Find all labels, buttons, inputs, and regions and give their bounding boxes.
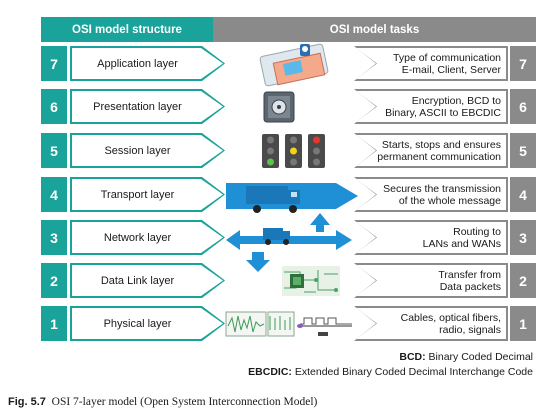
layer-task-box: Transfer from Data packets [354, 263, 508, 298]
truck-small-icon [226, 213, 352, 272]
layer-task-box: Type of communication E-mail, Client, Se… [354, 46, 508, 81]
layer-name-box: Transport layer [70, 177, 225, 212]
tasks-header: OSI model tasks [213, 17, 536, 42]
layer-name: Data Link layer [72, 265, 223, 296]
traffic-light-icon [262, 134, 325, 168]
layer-task: Encryption, BCD to Binary, ASCII to EBCD… [356, 91, 506, 122]
legend-ebcdic-term: EBCDIC: [248, 366, 292, 378]
layer-name-box: Network layer [70, 220, 225, 255]
layer-number-right: 7 [510, 46, 536, 81]
layer-task: Secures the transmission of the whole me… [356, 179, 506, 210]
layer-number-right: 3 [510, 220, 536, 255]
layer-number-right: 2 [510, 263, 536, 298]
layer-number-left: 6 [41, 89, 67, 124]
layer-number-left: 5 [41, 133, 67, 168]
layer-task-box: Routing to LANs and WANs [354, 220, 508, 255]
structure-header: OSI model structure [41, 17, 213, 42]
layer-number-left: 1 [41, 306, 67, 341]
layer-name: Physical layer [72, 308, 223, 339]
figure-caption: Fig. 5.7 OSI 7-layer model (Open System … [8, 396, 317, 408]
legend-ebcdic: EBCDIC: Extended Binary Coded Decimal In… [248, 366, 533, 378]
layer-task: Transfer from Data packets [356, 265, 506, 296]
signal-waveform-icon [225, 311, 352, 337]
legend-bcd-term: BCD: [399, 351, 426, 363]
legend-ebcdic-def: Extended Binary Coded Decimal Interchang… [294, 366, 533, 378]
caption-label: Fig. 5.7 [8, 396, 46, 408]
layer-task: Starts, stops and ensures permanent comm… [356, 135, 506, 166]
layer-number-left: 3 [41, 220, 67, 255]
caption-text: OSI 7-layer model (Open System Interconn… [51, 396, 318, 408]
mobile-email-icon [259, 43, 329, 87]
layer-number-right: 5 [510, 133, 536, 168]
layer-task: Type of communication E-mail, Client, Se… [356, 48, 506, 79]
layer-number-right: 1 [510, 306, 536, 341]
layer-number-left: 7 [41, 46, 67, 81]
legend-bcd: BCD: Binary Coded Decimal [399, 351, 533, 363]
layer-task: Routing to LANs and WANs [356, 222, 506, 253]
layer-name: Network layer [72, 222, 223, 253]
layer-number-right: 4 [510, 177, 536, 212]
layer-name: Presentation layer [72, 91, 223, 122]
layer-name-box: Session layer [70, 133, 225, 168]
legend-bcd-def: Binary Coded Decimal [428, 351, 533, 363]
safe-icon [263, 91, 295, 123]
layer-task-box: Starts, stops and ensures permanent comm… [354, 133, 508, 168]
layer-name: Transport layer [72, 179, 223, 210]
layer-number-left: 2 [41, 263, 67, 298]
layer-name: Session layer [72, 135, 223, 166]
layer-name: Application layer [72, 48, 223, 79]
layer-task-box: Cables, optical fibers, radio, signals [354, 306, 508, 341]
layer-name-box: Physical layer [70, 306, 225, 341]
layer-number-left: 4 [41, 177, 67, 212]
truck-large-icon [226, 183, 358, 213]
layer-name-box: Presentation layer [70, 89, 225, 124]
layer-number-right: 6 [510, 89, 536, 124]
layer-task-box: Secures the transmission of the whole me… [354, 177, 508, 212]
layer-name-box: Application layer [70, 46, 225, 81]
layer-task-box: Encryption, BCD to Binary, ASCII to EBCD… [354, 89, 508, 124]
circuit-board-icon [282, 266, 340, 296]
layer-name-box: Data Link layer [70, 263, 225, 298]
layer-task: Cables, optical fibers, radio, signals [356, 308, 506, 339]
